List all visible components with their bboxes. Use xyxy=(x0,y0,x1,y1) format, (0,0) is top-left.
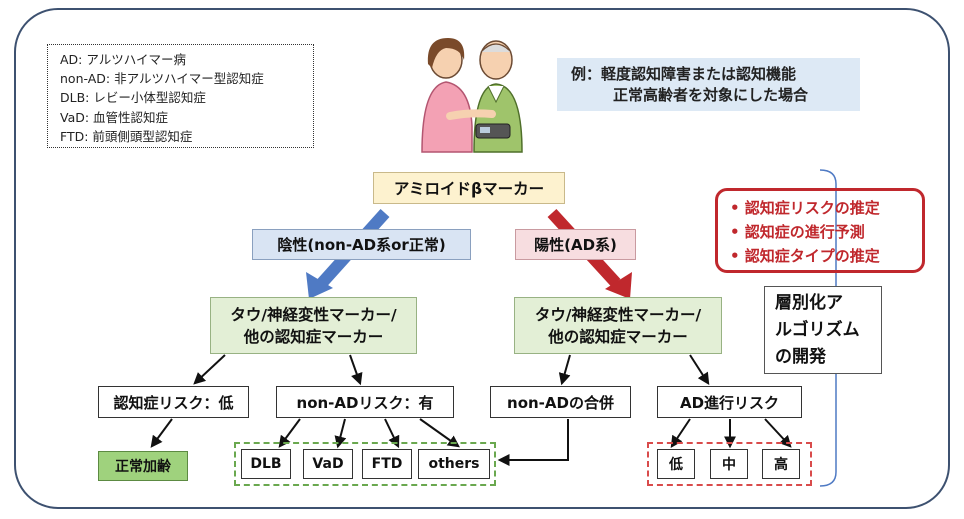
positive-box: 陽性(AD系) xyxy=(515,229,636,260)
example-line-1: 例：軽度認知障害または認知機能 xyxy=(571,65,797,83)
prediction-type: • 認知症タイプの推定 xyxy=(730,247,880,265)
normal-aging-box: 正常加齢 xyxy=(98,451,188,481)
algorithm-line-1: 層別化ア xyxy=(775,293,843,313)
tau-right-line-1: タウ/神経変性マーカー/ xyxy=(534,305,702,324)
subtype-vad: VaD xyxy=(303,449,353,479)
non-ad-combined-box: non-ADの合併 xyxy=(490,386,631,418)
level-mid: 中 xyxy=(710,449,748,479)
caregiver-patient-illustration xyxy=(421,38,523,153)
tau-marker-box-right: タウ/神経変性マーカー/ 他の認知症マーカー xyxy=(514,297,722,354)
outer-frame xyxy=(14,8,950,509)
negative-box: 陰性(non-AD系or正常) xyxy=(252,229,471,260)
subtype-group xyxy=(234,442,496,486)
prediction-goals: • 認知症リスクの推定 • 認知症の進行予測 • 認知症タイプの推定 xyxy=(715,188,925,273)
ad-progression-risk-box: AD進行リスク xyxy=(657,386,802,418)
legend-vad: VaD: 血管性認知症 xyxy=(60,109,169,125)
legend-ad: AD: アルツハイマー病 xyxy=(60,52,186,67)
tau-left-line-1: タウ/神経変性マーカー/ xyxy=(230,305,397,324)
tau-marker-box-left: タウ/神経変性マーカー/ 他の認知症マーカー xyxy=(210,297,417,354)
non-ad-risk-box: non-ADリスク：有 xyxy=(276,386,454,418)
amyloid-marker-box: アミロイドβマーカー xyxy=(373,172,565,204)
algorithm-line-3: の開発 xyxy=(775,347,826,367)
prediction-risk: • 認知症リスクの推定 xyxy=(730,199,880,217)
legend-non-ad: non-AD: 非アルツハイマー型認知症 xyxy=(60,71,264,87)
example-note: 例：軽度認知障害または認知機能 正常高齢者を対象にした場合 xyxy=(557,58,860,111)
algorithm-line-2: ルゴリズム xyxy=(775,320,860,340)
legend-ftd: FTD: 前頭側頭型認知症 xyxy=(60,128,193,144)
stratification-algorithm-box: 層別化ア ルゴリズム の開発 xyxy=(764,286,882,374)
dementia-risk-low-box: 認知症リスク：低 xyxy=(98,386,249,418)
prediction-progression: • 認知症の進行予測 xyxy=(730,223,865,241)
subtype-ftd: FTD xyxy=(362,449,412,479)
abbreviation-legend: AD: アルツハイマー病 non-AD: 非アルツハイマー型認知症 DLB: レ… xyxy=(47,44,314,148)
level-low: 低 xyxy=(657,449,695,479)
tau-right-line-2: 他の認知症マーカー xyxy=(548,327,688,346)
subtype-dlb: DLB xyxy=(241,449,291,479)
subtype-others: others xyxy=(418,449,490,479)
example-line-2: 正常高齢者を対象にした場合 xyxy=(613,86,809,104)
level-group xyxy=(647,442,812,486)
level-high: 高 xyxy=(762,449,800,479)
legend-dlb: DLB: レビー小体型認知症 xyxy=(60,90,206,106)
tau-left-line-2: 他の認知症マーカー xyxy=(243,327,384,346)
